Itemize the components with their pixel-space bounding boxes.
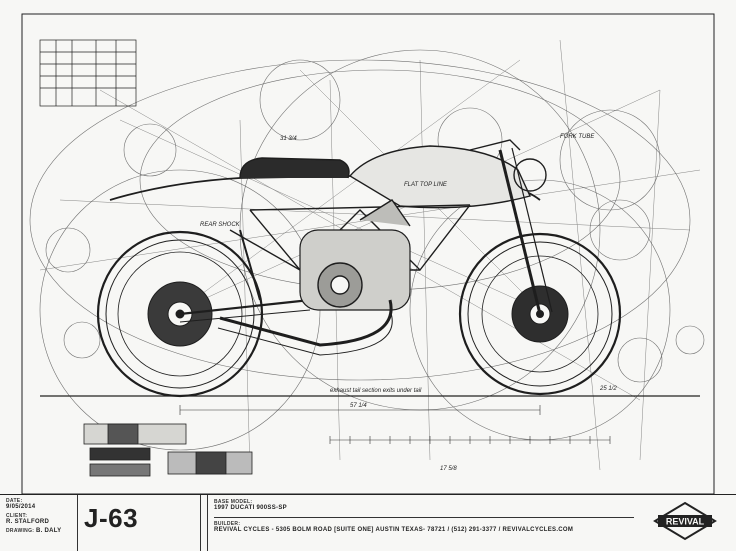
spec-table — [39, 39, 137, 107]
frame-and-bodywork — [109, 139, 553, 356]
base-model-label: BASE MODEL: — [214, 499, 253, 505]
details-rule — [214, 517, 634, 518]
title-block-details: BASE MODEL: 1997 DUCATI 900SS-SP BUILDER… — [214, 499, 634, 534]
client-label: CLIENT: — [6, 513, 28, 519]
fork-note: FORK TUBE — [560, 134, 595, 140]
client-value: R. STALFORD — [6, 519, 50, 525]
job-number: J-63 — [84, 503, 139, 533]
dimension-label-4: 17 5/8 — [440, 466, 457, 472]
tank-note: FLAT TOP LINE — [404, 182, 448, 188]
builder-label: BUILDER: — [214, 521, 241, 527]
logo-text: REVIVAL — [666, 517, 705, 527]
pipe-note: exhaust tail section exits under tail — [330, 388, 422, 394]
revival-logo: REVIVAL — [653, 501, 717, 541]
drawing-value: B. DALY — [35, 528, 62, 534]
dimension-label-2: 25 1/2 — [599, 386, 617, 392]
drawing-label: DRAWING: — [6, 528, 35, 534]
shock-note: REAR SHOCK — [200, 222, 241, 228]
builder-value: REVIVAL CYCLES - 5305 BOLM ROAD [SUITE O… — [214, 527, 574, 533]
title-block-info-cell: DATE: 9/05/2014 CLIENT: R. STALFORD DRAW… — [0, 495, 78, 551]
date-value: 9/05/2014 — [6, 504, 36, 510]
title-block-divider — [200, 495, 208, 551]
drawing-by: DRAWING: B. DALY — [6, 528, 62, 535]
base-model-value: 1997 DUCATI 900SS-SP — [214, 505, 287, 511]
front-wheel — [458, 232, 622, 396]
date-label: DATE: — [6, 498, 23, 504]
dimension-wheelbase: 57 1/4 — [350, 403, 367, 409]
title-block: DATE: 9/05/2014 CLIENT: R. STALFORD DRAW… — [0, 494, 736, 551]
material-swatches — [83, 423, 253, 477]
dimension-label-3: 31 3/4 — [280, 136, 297, 142]
